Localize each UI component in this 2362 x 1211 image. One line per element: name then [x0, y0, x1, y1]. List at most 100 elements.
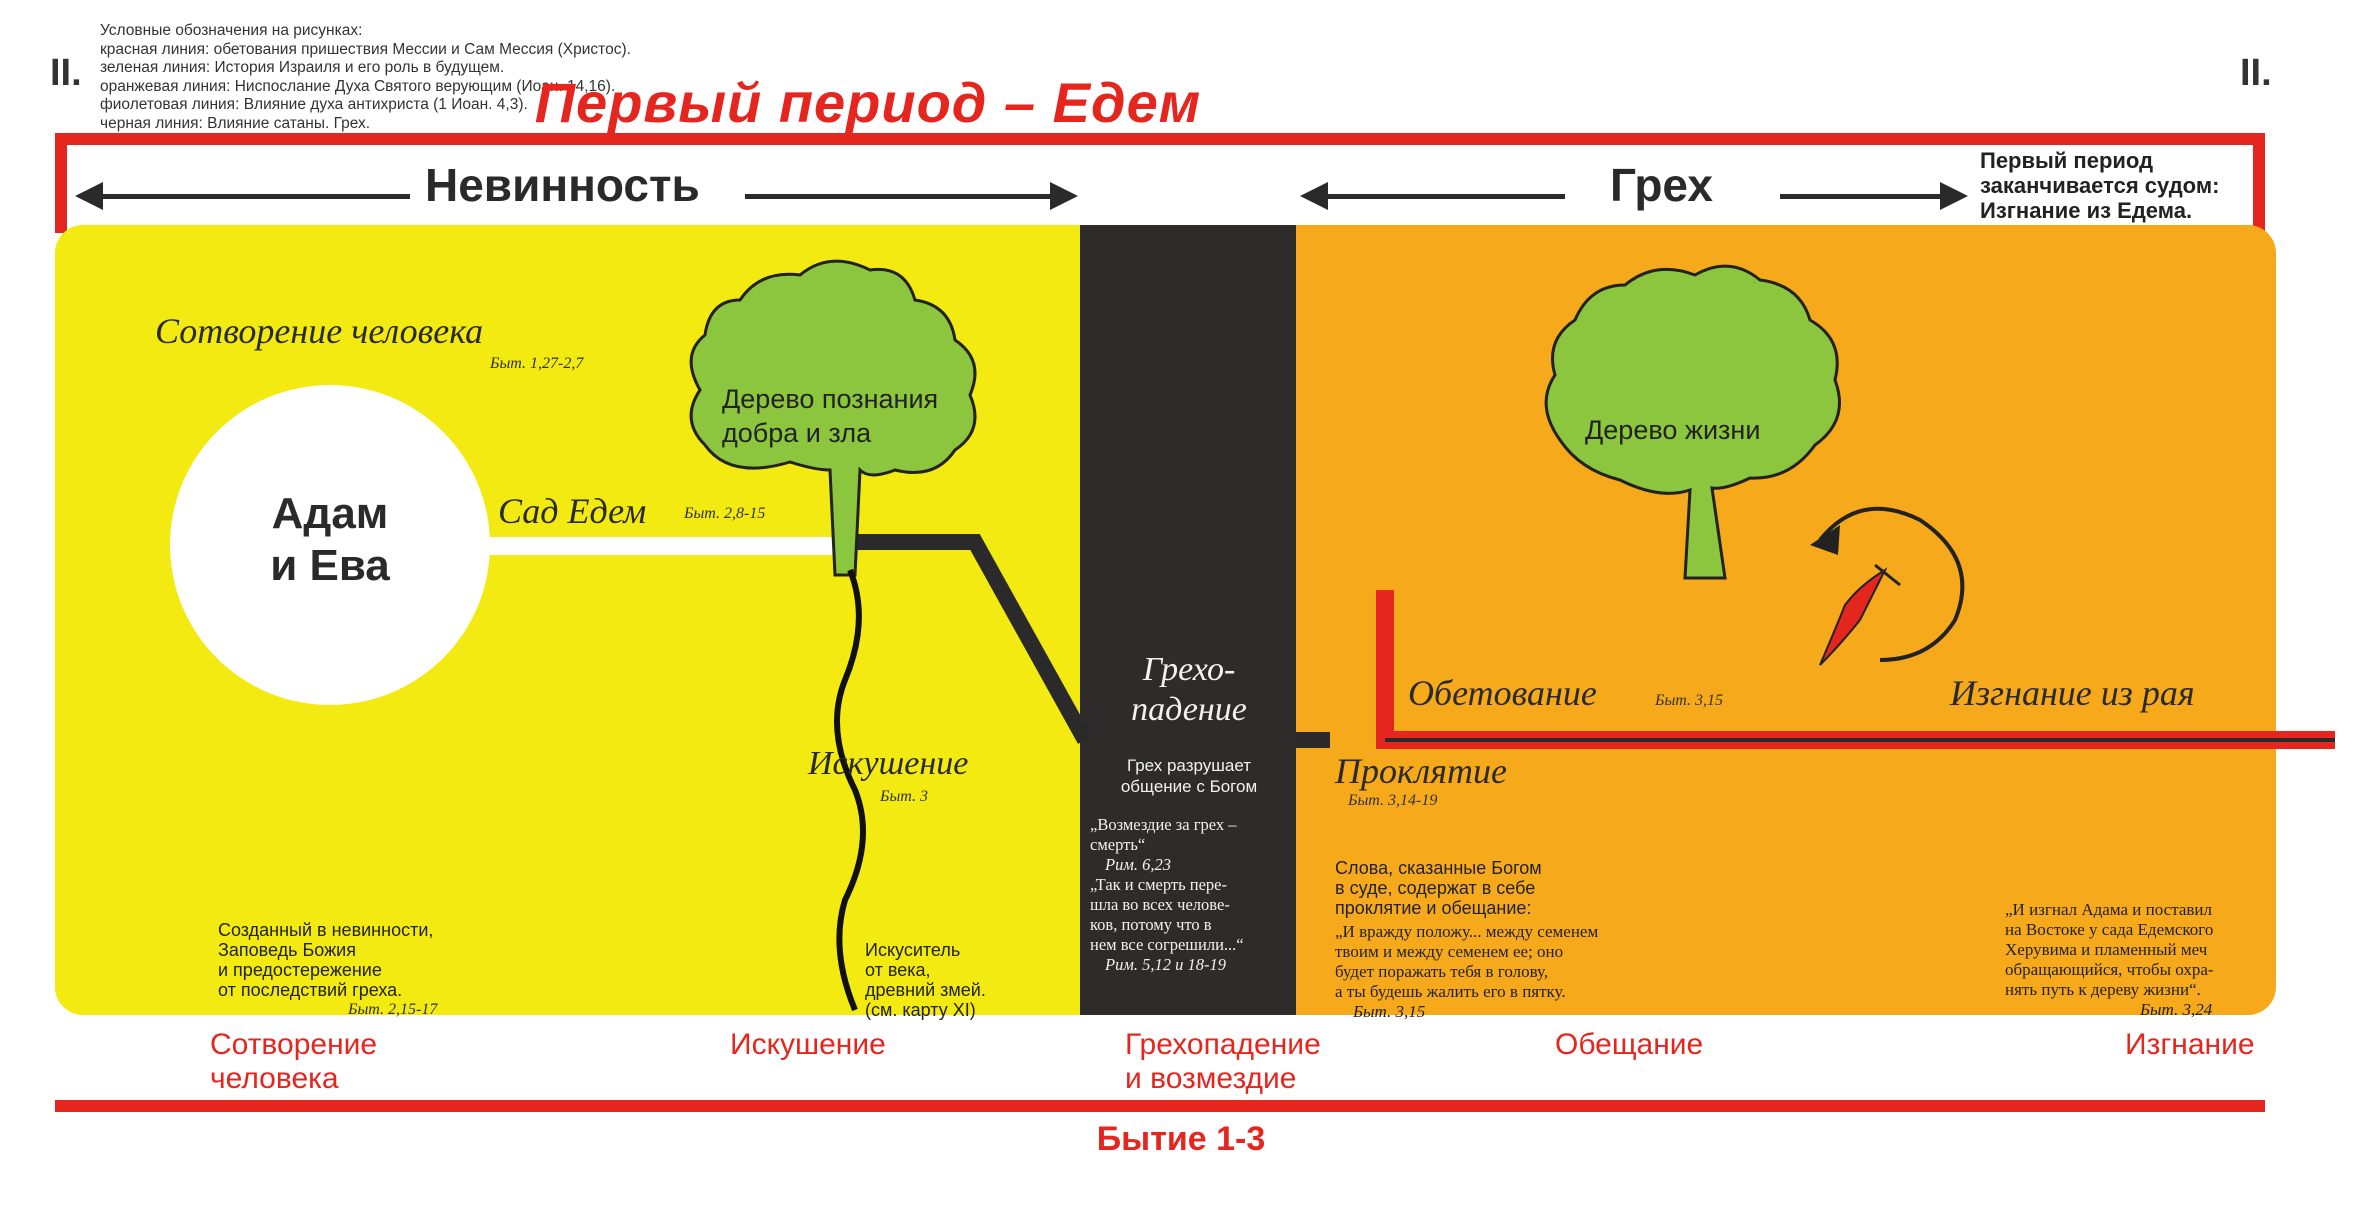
corner-label-right: II.: [2240, 52, 2272, 94]
fall-title-line: падение: [1131, 691, 1247, 728]
bottom-label-creation: Сотворение человека: [210, 1028, 377, 1096]
red-frame-top: [55, 133, 2265, 145]
note-line: в суде, содержат в себе: [1335, 878, 1536, 898]
quote-line: Херувима и пламенный меч: [2005, 940, 2208, 959]
legend-heading: Условные обозначения на рисунках:: [100, 22, 363, 39]
judgment-line: Изгнание из Едема.: [1980, 198, 2193, 223]
innocence-label: Невинность: [425, 159, 700, 211]
bottom-label-expulsion: Изгнание: [2125, 1028, 2255, 1061]
note-line: Созданный в невинности,: [218, 920, 434, 940]
arrow-line: [745, 194, 1050, 199]
creation-ref: Быт. 1,27-2,7: [490, 355, 584, 372]
note-line: от века,: [865, 960, 931, 980]
arrow-left-head: [1300, 182, 1328, 210]
legend: Условные обозначения на рисунках: красна…: [100, 22, 631, 133]
judgment-note: Первый период заканчивается судом: Изгна…: [1980, 148, 2219, 223]
sin-label: Грех: [1610, 159, 1713, 211]
note-line: Искуситель: [865, 940, 961, 960]
quote-line: шла во всех человe-: [1090, 895, 1230, 914]
rotation-arrowhead: [1810, 525, 1840, 555]
flaming-sword: [1819, 567, 1888, 666]
quote-line: твоим и между семенем ее; оно: [1335, 942, 1564, 961]
promise-ref: Быт. 3,15: [1655, 692, 1724, 709]
quote-line: нять путь к дереву жизни“.: [2005, 980, 2201, 999]
serpent-line: [834, 568, 866, 1012]
bottom-label-promise: Обещание: [1555, 1028, 1704, 1061]
quote-ref: Быт. 3,24: [2140, 1000, 2213, 1019]
quote-line: на Востоке у сада Едемского: [2005, 920, 2214, 939]
adam-eve-line: и Ева: [270, 541, 390, 590]
fall-panel: [1080, 225, 1298, 1015]
bottom-label-fall: Грехопадение и возмездие: [1125, 1028, 1321, 1096]
page-title: Первый период – Едем: [534, 71, 1202, 134]
fall-sub-line: общение с Богом: [1120, 777, 1258, 796]
legend-item: черная линия: Влияние сатаны. Грех.: [100, 114, 371, 132]
words-note: Слова, сказанные Богом в суде, содержат …: [1335, 858, 1542, 918]
quote-line: обращающийся, чтобы охра-: [2005, 960, 2214, 979]
bottom-label-temptation: Искушение: [730, 1028, 886, 1061]
red-frame-left: [55, 133, 67, 233]
garden-ref: Быт. 2,8-15: [684, 505, 766, 522]
arrow-right-head: [1050, 182, 1078, 210]
sword-hilt: [1874, 563, 1901, 587]
adam-eve-label: Адам и Ева: [170, 488, 490, 592]
legend-item: оранжевая линия: Ниспослание Духа Святог…: [100, 77, 616, 95]
temptation-ref: Быт. 3: [880, 788, 929, 805]
expel-note: „И изгнал Адама и поставил на Востоке у …: [2005, 900, 2214, 1020]
quote-line: „И вражду положу... между семенем: [1335, 922, 1599, 941]
legend-item: красная линия: обетования пришествия Мес…: [100, 40, 631, 58]
words-quote: „И вражду положу... между семенем твоим …: [1335, 922, 1598, 1022]
rotation-arrow: [1818, 506, 1965, 662]
arrow-line: [1325, 194, 1565, 199]
tree-of-knowledge: [689, 259, 977, 577]
quote-ref: Рим. 5,12 и 18-19: [1105, 955, 1226, 974]
footer-reference: Бытие 1-3: [1096, 1120, 1266, 1158]
tempter-note: Искуситель от века, древний змей. (см. к…: [865, 940, 986, 1020]
arrow-right-head: [1940, 182, 1968, 210]
quote-ref: Быт. 3,15: [1353, 1002, 1426, 1021]
curse-title: Проклятие: [1335, 751, 1507, 791]
note-line: проклятие и обещание:: [1335, 898, 1532, 918]
fall-sub-line: Грех разрушает: [1126, 756, 1252, 775]
arrow-line: [100, 194, 410, 199]
promise-title: Обетование: [1408, 673, 1597, 713]
garden-title: Сад Едем: [498, 491, 647, 531]
curse-ref: Быт. 3,14-19: [1348, 792, 1438, 809]
tree-label-line: Дерево познания: [722, 384, 939, 414]
corner-label-left: II.: [50, 52, 82, 94]
quote-line: смерть“: [1090, 835, 1146, 854]
tree-of-life: [1544, 264, 1841, 580]
note-line: (см. карту XI): [865, 1000, 976, 1020]
creation-title: Сотворение человека: [155, 311, 484, 351]
legend-item: зеленая линия: История Израиля и его рол…: [100, 59, 505, 76]
created-note: Созданный в невинности, Заповедь Божия и…: [218, 920, 437, 1020]
bottom-label-line: Сотворение: [210, 1028, 378, 1061]
fall-sub: Грех разрушает общение с Богом: [1080, 755, 1298, 797]
quote-line: „И изгнал Адама и поставил: [2005, 900, 2212, 919]
note-ref: Быт. 2,15-17: [348, 1001, 438, 1018]
judgment-line: заканчивается судом:: [1980, 173, 2220, 198]
fall-quote: „Возмездие за грех – смерть“ Рим. 6,23 „…: [1090, 815, 1244, 975]
arrow-line: [1780, 194, 1940, 199]
bottom-label-line: Грехопадение: [1125, 1028, 1321, 1061]
sin-line: [835, 534, 1092, 744]
adam-eve-circle: [170, 385, 490, 705]
expulsion-title: Изгнание из рая: [1950, 673, 2195, 713]
quote-line: „Возмездие за грех –: [1090, 815, 1237, 834]
legend-item: фиолетовая линия: Влияние духа антихрист…: [100, 96, 528, 113]
quote-ref: Рим. 6,23: [1105, 855, 1171, 874]
fall-title-line: Грехо-: [1142, 651, 1236, 688]
temptation-title: Искушение: [808, 745, 969, 782]
fall-title: Грехо- падение: [1080, 650, 1298, 730]
tree-label-line: добра и зла: [722, 418, 872, 448]
quote-line: ков, потому что в: [1090, 915, 1212, 934]
bottom-label-line: и возмездие: [1125, 1062, 1297, 1095]
tree-of-knowledge-label: Дерево познания добра и зла: [722, 382, 938, 450]
adam-eve-line: Адам: [271, 489, 389, 538]
note-line: и предостережение: [218, 960, 382, 980]
note-line: древний змей.: [865, 980, 986, 1000]
bottom-red-bar: [55, 1100, 2265, 1112]
judgment-line: Первый период: [1980, 148, 2154, 173]
bottom-label-line: человека: [210, 1062, 339, 1095]
